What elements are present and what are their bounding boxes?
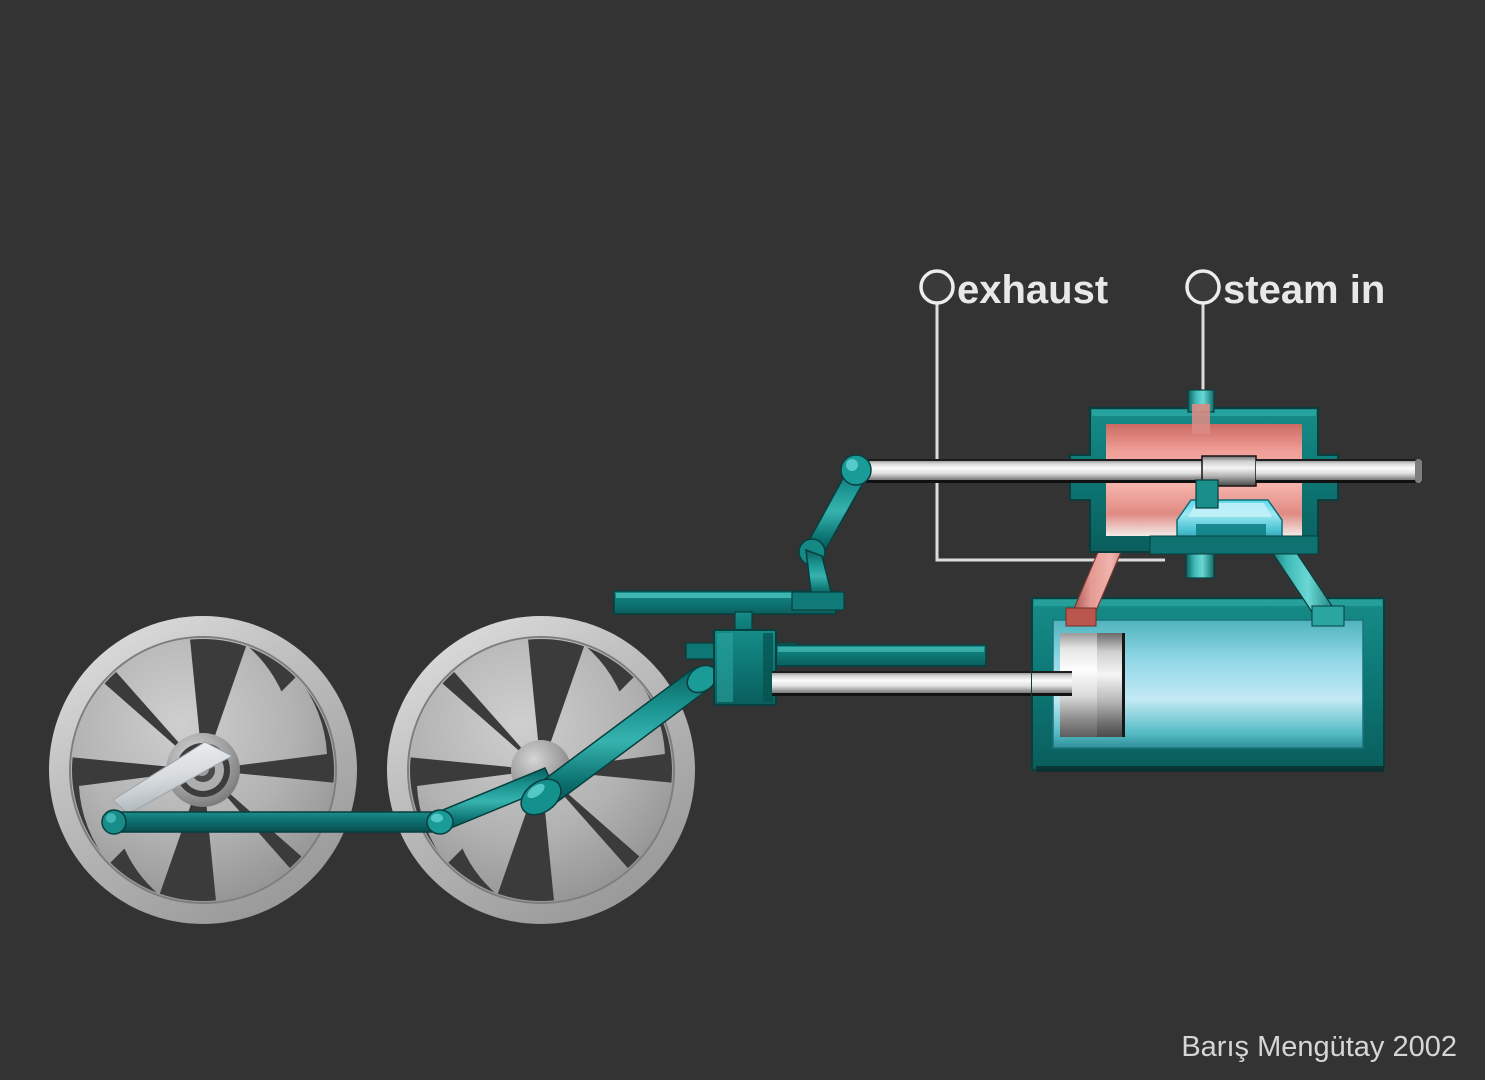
labels: exhaust steam in — [919, 268, 1385, 312]
valve-seat-face — [1149, 535, 1319, 555]
coupling-rod-left-pin-highlight — [106, 813, 116, 823]
label-leader-lines — [935, 304, 1205, 562]
piston-head-face-edge — [1122, 633, 1125, 737]
live-steam-pipe-cylinder-boss — [1065, 607, 1097, 627]
piston-head-face — [1097, 633, 1124, 737]
valve-gear-bracket-foot — [791, 591, 845, 611]
crosshead-block-highlight — [717, 633, 733, 702]
piston-rod-top-edge — [772, 671, 1102, 673]
valve-rod-left-section — [866, 460, 1202, 481]
piston-rod-stub-bottom-edge — [1032, 693, 1072, 696]
piston-rod-assembly — [772, 671, 1102, 696]
connecting-rod-big-end — [520, 778, 562, 816]
crosshead — [713, 629, 777, 706]
connecting-rod-big-end-highlight — [527, 783, 545, 799]
piston-rod-stub-top-edge — [1032, 671, 1072, 673]
valve-rod-right-top-edge — [1256, 459, 1422, 461]
upper-slide-bar-highlight — [616, 593, 834, 598]
coupling-rod-knuckle-highlight — [431, 813, 443, 823]
valve-rod-right-tip — [1415, 459, 1422, 483]
credit-line: Barış Mengütay 2002 — [1181, 1031, 1457, 1063]
valve-rod-left-top-edge — [866, 459, 1202, 461]
valve-rod-left-bottom-edge — [866, 480, 1202, 483]
steam-in-label: steam in — [1223, 268, 1385, 312]
exhaust-marker-icon[interactable] — [919, 269, 955, 305]
valve-rod-right-section — [1256, 460, 1422, 481]
piston-rod-bottom-edge — [772, 693, 1102, 696]
cylinder-assembly — [1031, 597, 1385, 772]
valve-rod-drive-link — [1195, 479, 1219, 509]
steam-inlet-port-throat — [1192, 404, 1210, 434]
valve-gear-upper-pivot — [840, 454, 872, 486]
label-exhaust[interactable]: exhaust — [919, 268, 1108, 312]
exhaust-label: exhaust — [957, 268, 1108, 312]
connecting-rod — [520, 664, 718, 816]
valve-chest-assembly — [866, 389, 1422, 555]
exhaust-leader-line — [935, 304, 1165, 562]
coupling-rod-knuckle — [426, 809, 454, 835]
label-steam-in[interactable]: steam in — [1185, 268, 1385, 312]
valve-gear-upper-pivot-highlight — [846, 459, 858, 471]
piston-rod-stub — [1032, 672, 1072, 694]
valve-rod-right-bottom-edge — [1256, 480, 1422, 483]
crosshead-block-shadow — [763, 633, 773, 702]
crosshead-guide-rail-highlight — [778, 647, 984, 652]
steam-in-marker-icon[interactable] — [1185, 269, 1221, 305]
cylinder-base-shadow — [1036, 766, 1384, 772]
exhaust-port-cylinder-boss — [1311, 605, 1345, 627]
piston-rod — [772, 672, 1102, 694]
cylinder-body-top-highlight — [1034, 600, 1382, 606]
valve-gear-linkage — [791, 454, 872, 611]
